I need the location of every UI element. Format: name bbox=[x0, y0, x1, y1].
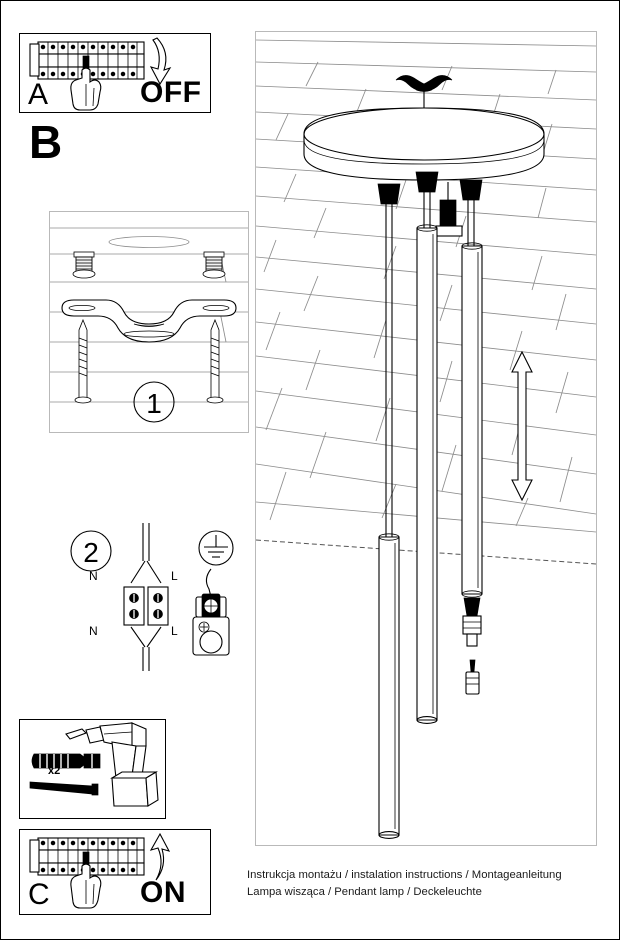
ceiling-canopy-icon bbox=[303, 107, 545, 181]
wall-plug-icon bbox=[202, 251, 226, 279]
panel-c: C ON bbox=[19, 829, 211, 915]
tools-illustration bbox=[29, 722, 159, 807]
terminal-label-l-top: L bbox=[171, 569, 178, 583]
wall-plug-icon bbox=[31, 753, 101, 769]
panel-b-letter: B bbox=[29, 116, 63, 168]
pendant-tube-icon bbox=[416, 224, 438, 724]
terminal-label-n-top: N bbox=[89, 569, 98, 583]
wall-plug-icon bbox=[72, 251, 96, 279]
panel-step-2: 2 bbox=[61, 521, 251, 671]
panel-tools: x2 bbox=[19, 719, 166, 819]
step-2-number: 2 bbox=[83, 537, 99, 568]
ceiling-bracket-icon bbox=[395, 75, 453, 92]
terminal-block-icon bbox=[123, 523, 169, 671]
step-2-illustration: 2 bbox=[70, 523, 234, 671]
curved-arrow-down-icon bbox=[149, 37, 172, 86]
panel-c-state-label: ON bbox=[140, 876, 186, 909]
step-number-badge bbox=[70, 530, 112, 572]
panel-a: A OFF bbox=[19, 33, 211, 113]
junction-box bbox=[435, 182, 463, 237]
cable-socket bbox=[459, 179, 483, 201]
earth-ground-icon bbox=[198, 530, 234, 566]
tools-quantity-label: x2 bbox=[48, 765, 61, 777]
screw-icon bbox=[74, 318, 92, 404]
panel-a-state-label: OFF bbox=[140, 76, 202, 109]
suspension-cables bbox=[385, 192, 475, 537]
power-drill-icon bbox=[65, 722, 159, 807]
panel-step-1: 1 bbox=[49, 211, 249, 433]
hand-pointing-icon bbox=[70, 863, 102, 909]
panel-a-illustration bbox=[29, 37, 172, 111]
step-1-number: 1 bbox=[146, 388, 162, 419]
earth-connector-icon bbox=[192, 568, 230, 656]
caption-line-2: Lampa wisząca / Pendant lamp / Deckeleuc… bbox=[247, 886, 482, 898]
panel-c-letter: C bbox=[28, 878, 50, 911]
step-1-illustration: 1 bbox=[50, 227, 248, 423]
panel-c-illustration bbox=[29, 832, 171, 909]
terminal-label-l-bottom: L bbox=[171, 624, 178, 638]
pendant-tube-icon bbox=[378, 533, 400, 839]
panel-a-letter: A bbox=[28, 78, 49, 111]
caption-line-1: Instrukcja montażu / instalation instruc… bbox=[247, 869, 562, 881]
height-adjust-arrow-icon bbox=[511, 350, 533, 502]
mounting-bracket-icon bbox=[61, 299, 237, 343]
curved-arrow-up-icon bbox=[149, 832, 171, 881]
pendant-tube-icon bbox=[461, 242, 483, 598]
cable-socket bbox=[377, 183, 401, 205]
screw-icon bbox=[206, 318, 224, 404]
terminal-label-n-bottom: N bbox=[89, 624, 98, 638]
pendant-lamp-illustration bbox=[255, 39, 597, 839]
caption-block: Instrukcja montażu / instalation instruc… bbox=[247, 867, 607, 901]
cable-socket bbox=[415, 171, 439, 193]
panel-illustration bbox=[255, 31, 597, 846]
bulb-detail-icon bbox=[465, 659, 480, 695]
step-number-badge bbox=[133, 381, 175, 423]
hand-pointing-icon bbox=[70, 67, 102, 111]
lamp-holder bbox=[462, 597, 482, 647]
circuit-breaker-icon bbox=[29, 41, 145, 80]
screw-icon bbox=[29, 781, 99, 796]
